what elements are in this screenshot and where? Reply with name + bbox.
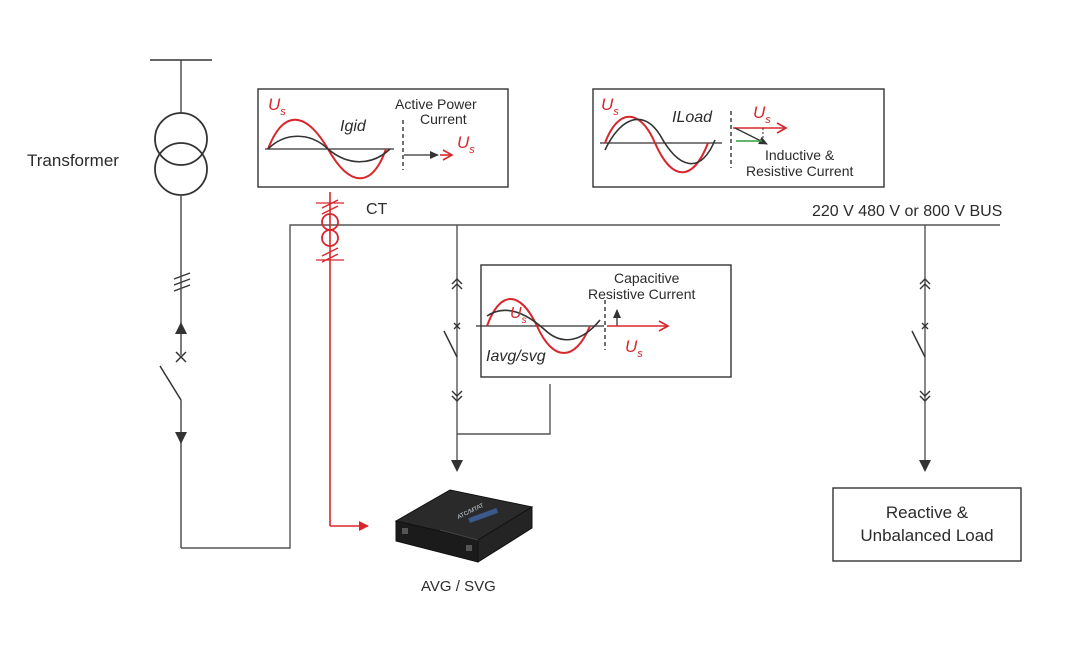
svg-device-icon: ATC/MTAT bbox=[394, 489, 534, 563]
load-label-line2: Unbalanced Load bbox=[860, 526, 993, 545]
bus-label: 220 V 480 V or 800 V BUS bbox=[812, 203, 1002, 220]
us-label: Us bbox=[601, 95, 619, 118]
us-arrow-label: Us bbox=[457, 133, 475, 156]
panel-title-line1: Inductive & bbox=[765, 147, 835, 163]
breaker-icon bbox=[921, 322, 929, 330]
bus-wire bbox=[181, 224, 1000, 549]
panel-title-line1: Capacitive bbox=[614, 270, 680, 286]
switch-icon bbox=[159, 365, 182, 401]
wave-label: ILoad bbox=[672, 109, 713, 126]
wave-label: Iavg/svg bbox=[486, 348, 546, 365]
switch-icon bbox=[911, 330, 926, 358]
svg-branch bbox=[443, 225, 551, 472]
panel-frame bbox=[480, 264, 732, 378]
arrow-icon bbox=[451, 460, 463, 472]
panel-frame bbox=[592, 88, 885, 188]
wave-label: Igid bbox=[340, 118, 367, 135]
arrow-icon bbox=[175, 322, 187, 334]
current-wave bbox=[267, 135, 391, 163]
arrow-icon bbox=[451, 390, 463, 402]
load-label-line1: Reactive & bbox=[886, 503, 969, 522]
panel-title-line2: Resistive Current bbox=[746, 163, 853, 179]
svg-current-panel: Capacitive Resistive Current Us Us Iavg/… bbox=[476, 264, 732, 378]
arrow-icon bbox=[919, 460, 931, 472]
ct-label: CT bbox=[366, 201, 388, 218]
current-wave bbox=[486, 309, 601, 341]
load-branch: Reactive & Unbalanced Load bbox=[832, 225, 1022, 562]
arrow-icon bbox=[919, 278, 931, 290]
panel-title-line1: Active Power bbox=[395, 96, 477, 112]
us-arrow-label: Us bbox=[753, 103, 771, 126]
voltage-wave bbox=[486, 298, 591, 354]
current-wave bbox=[604, 118, 716, 165]
three-phase-mark-icon bbox=[173, 272, 191, 292]
us-label: Us bbox=[510, 305, 527, 326]
grid-current-panel: Us Igid Active Power Current Us bbox=[257, 88, 509, 188]
us-label: Us bbox=[268, 95, 286, 118]
breaker-icon bbox=[453, 322, 461, 330]
us-arrow-label: Us bbox=[625, 337, 643, 360]
panel-title-line2: Resistive Current bbox=[588, 286, 695, 302]
panel-title-line2: Current bbox=[420, 111, 467, 127]
load-current-panel: Us ILoad Us Inductive & Resistive Curren… bbox=[592, 88, 885, 188]
breaker-icon bbox=[175, 351, 187, 363]
arrow-icon bbox=[175, 432, 187, 444]
load-box bbox=[832, 487, 1022, 562]
switch-icon bbox=[443, 330, 458, 358]
panel-feed-wire bbox=[457, 384, 551, 435]
arrow-icon bbox=[451, 278, 463, 290]
transformer-icon bbox=[154, 112, 208, 196]
transformer-branch: Transformer bbox=[27, 59, 1000, 549]
voltage-wave bbox=[604, 115, 709, 174]
transformer-label: Transformer bbox=[27, 151, 119, 170]
device-label: AVG / SVG bbox=[421, 578, 496, 595]
arrow-icon bbox=[919, 390, 931, 402]
current-transformer-icon bbox=[316, 192, 344, 526]
panel-frame bbox=[257, 88, 509, 188]
